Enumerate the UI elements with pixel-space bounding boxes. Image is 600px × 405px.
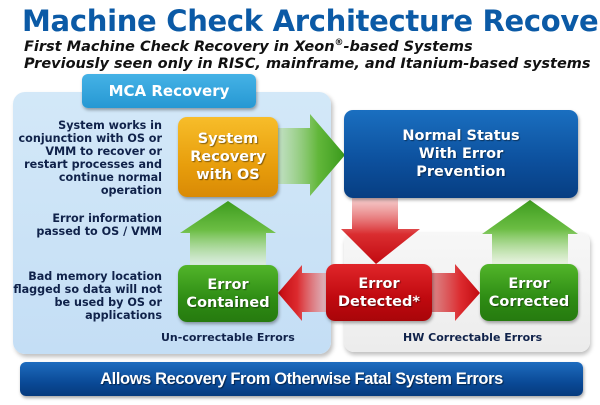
- arrow-detected-to-corrected: [432, 264, 480, 321]
- arrow-corrected-to-normal: [482, 200, 578, 264]
- subtitle-prefix: First Machine Check Recovery in Xeon: [24, 38, 335, 55]
- normal-status-label: Normal Status With Error Prevention: [402, 128, 520, 180]
- system-recovery-box: System Recovery with OS: [178, 117, 278, 197]
- arrow-contained-to-recovery: [180, 201, 276, 265]
- description-error-info: Error information passed to OS / VMM: [36, 212, 162, 238]
- error-corrected-box: Error Corrected: [480, 264, 578, 321]
- arrow-normal-to-detected: [341, 198, 420, 264]
- description-bad-memory: Bad memory location flagged so data will…: [13, 270, 162, 322]
- uncorrectable-caption: Un-correctable Errors: [161, 331, 295, 344]
- description-recover: System works in conjunction with OS or V…: [18, 119, 162, 197]
- registered-mark: ®: [334, 38, 344, 48]
- hw-correctable-caption: HW Correctable Errors: [403, 331, 543, 344]
- subtitle-line-2: Previously seen only in RISC, mainframe,…: [24, 56, 591, 72]
- subtitle-line-1: First Machine Check Recovery in Xeon®-ba…: [24, 38, 473, 55]
- mca-recovery-tab: MCA Recovery: [82, 74, 256, 108]
- normal-status-box: Normal Status With Error Prevention: [344, 110, 578, 198]
- subtitle-suffix: -based Systems: [343, 38, 473, 55]
- arrow-detected-to-contained: [278, 265, 326, 321]
- error-detected-box: Error Detected*: [326, 264, 432, 321]
- error-contained-box: Error Contained: [178, 265, 278, 322]
- page-title: Machine Check Architecture Recovery: [22, 4, 600, 38]
- arrow-recovery-to-normal: [278, 114, 345, 196]
- summary-banner: Allows Recovery From Otherwise Fatal Sys…: [20, 362, 583, 396]
